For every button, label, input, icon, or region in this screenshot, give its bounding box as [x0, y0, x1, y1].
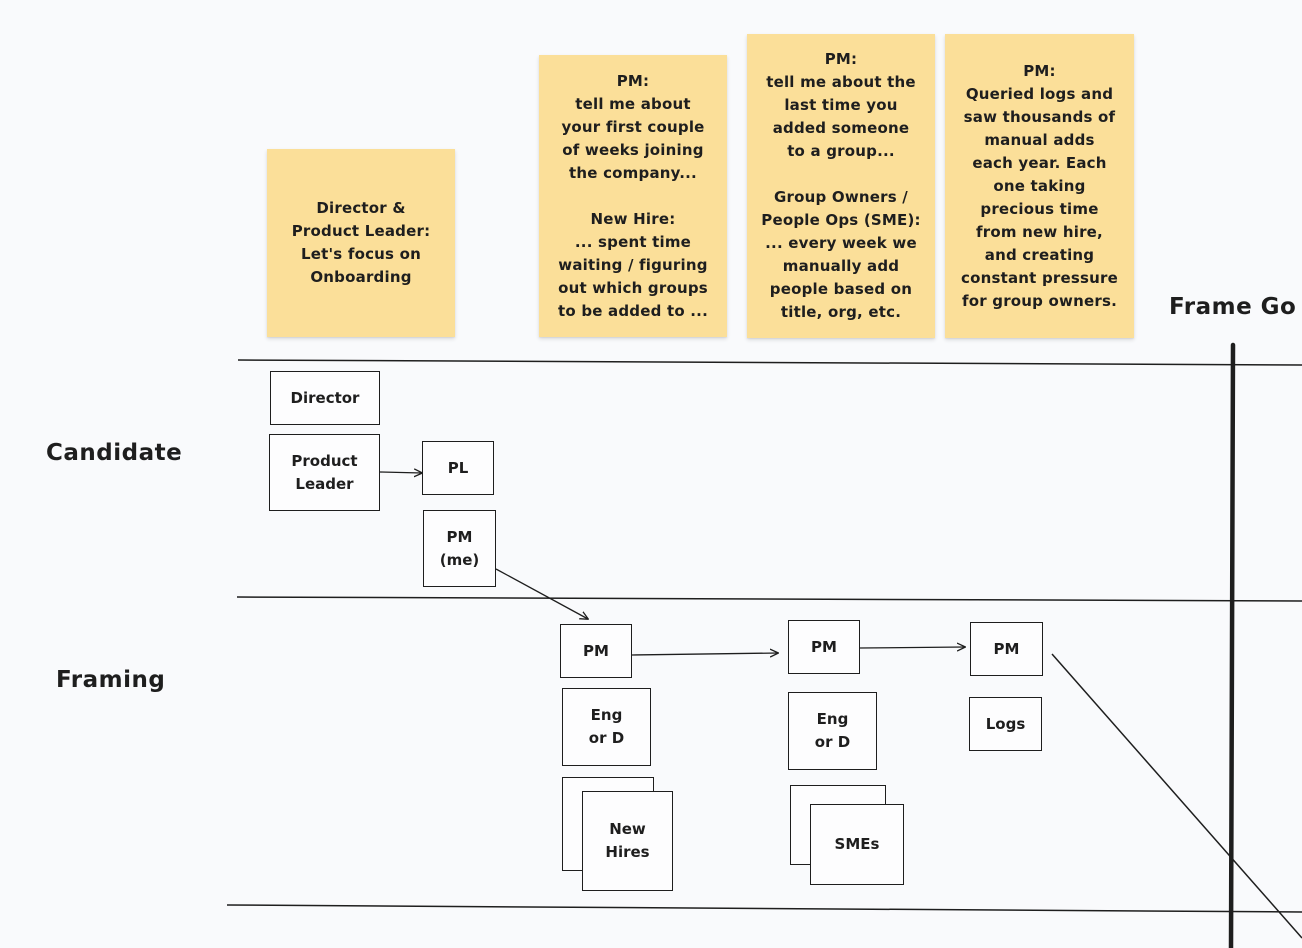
box-label: Eng or D	[814, 710, 851, 751]
box-pm-me[interactable]: PM (me)	[423, 510, 496, 587]
sticky-note-group-owners-interview[interactable]: PM: tell me about the last time you adde…	[747, 34, 935, 338]
arrow-pm-to-pm2	[631, 653, 778, 655]
sticky-note-text: Director & Product Leader: Let's focus o…	[291, 199, 431, 286]
box-eng-or-d-new-hire-column[interactable]: Eng or D	[562, 688, 651, 766]
arrow-pm2-to-pm3	[859, 647, 965, 648]
lane-divider-top	[237, 359, 1302, 366]
box-label: Product Leader	[291, 451, 358, 493]
box-label: PM	[583, 641, 609, 660]
box-pl[interactable]: PL	[422, 441, 494, 495]
box-pm-logs-column[interactable]: PM	[970, 622, 1043, 676]
lane-divider-middle	[236, 596, 1302, 602]
box-label: Director	[290, 388, 360, 407]
arrow-product-leader-to-pl	[379, 472, 422, 473]
frame-go-label: Frame Go	[1169, 294, 1297, 320]
box-new-hires[interactable]: New Hires	[582, 791, 673, 891]
sticky-note-text: PM: Queried logs and saw thousands of ma…	[961, 61, 1118, 310]
box-label: Logs	[985, 714, 1026, 733]
arrow-pm-me-to-pm	[495, 568, 588, 619]
box-label: PM	[993, 639, 1020, 658]
lane-divider-bottom	[226, 904, 1302, 913]
lane-label-candidate: Candidate	[46, 440, 183, 466]
box-label: Eng or D	[588, 706, 625, 747]
sticky-note-text: PM: tell me about your first couple of w…	[558, 71, 708, 320]
lane-label-framing: Framing	[56, 667, 166, 693]
sticky-note-new-hire-interview[interactable]: PM: tell me about your first couple of w…	[539, 55, 727, 337]
box-director[interactable]: Director	[270, 371, 380, 425]
sticky-note-focus-onboarding[interactable]: Director & Product Leader: Let's focus o…	[267, 149, 455, 337]
box-eng-or-d-sme-column[interactable]: Eng or D	[788, 692, 877, 770]
box-smes[interactable]: SMEs	[810, 804, 904, 885]
diagonal-line	[1051, 653, 1302, 939]
box-label: SMEs	[834, 835, 880, 853]
box-pm-sme-column[interactable]: PM	[788, 620, 860, 674]
box-label: New Hires	[605, 820, 650, 861]
box-label: PL	[447, 458, 469, 477]
sticky-note-text: PM: tell me about the last time you adde…	[761, 50, 921, 321]
box-label: PM	[811, 637, 837, 656]
box-product-leader[interactable]: Product Leader	[269, 434, 380, 511]
box-pm-new-hire-column[interactable]: PM	[560, 624, 632, 678]
box-logs[interactable]: Logs	[969, 697, 1042, 751]
sticky-note-queried-logs[interactable]: PM: Queried logs and saw thousands of ma…	[945, 34, 1134, 338]
box-label: PM (me)	[439, 527, 480, 569]
frame-go-line	[1228, 342, 1236, 948]
